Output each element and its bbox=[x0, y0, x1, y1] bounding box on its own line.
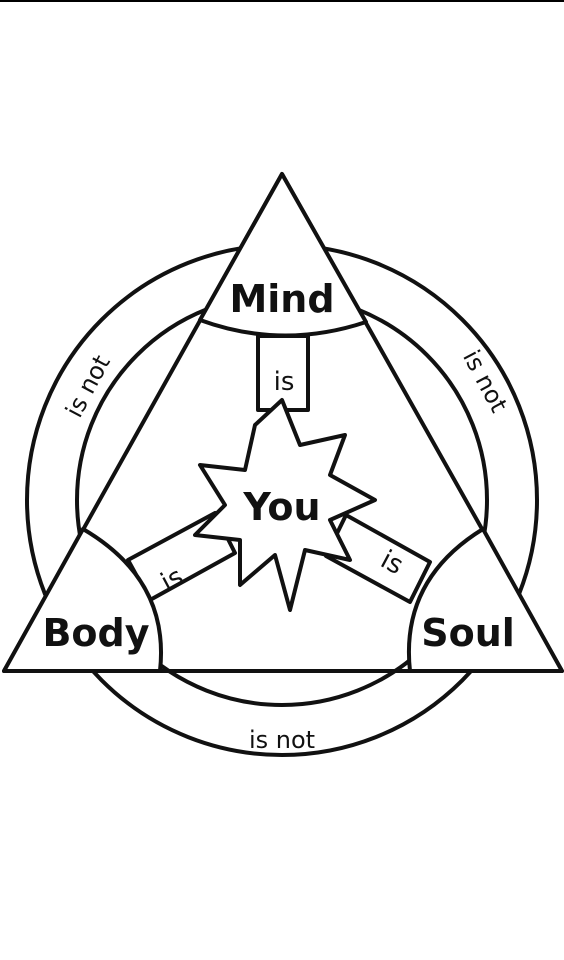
mind-cap bbox=[198, 172, 368, 338]
node-right-label: Soul bbox=[421, 611, 515, 655]
node-top-label: Mind bbox=[229, 277, 334, 321]
top-border-line bbox=[0, 0, 564, 2]
node-center-label: You bbox=[242, 485, 320, 529]
body-cap bbox=[2, 527, 163, 673]
soul-cap bbox=[407, 527, 564, 673]
node-left-label: Body bbox=[42, 611, 149, 655]
triangle bbox=[2, 172, 564, 673]
edge-top-label: is bbox=[274, 367, 295, 397]
you-star bbox=[193, 398, 377, 612]
ring-bottom-label: is not bbox=[249, 726, 315, 754]
